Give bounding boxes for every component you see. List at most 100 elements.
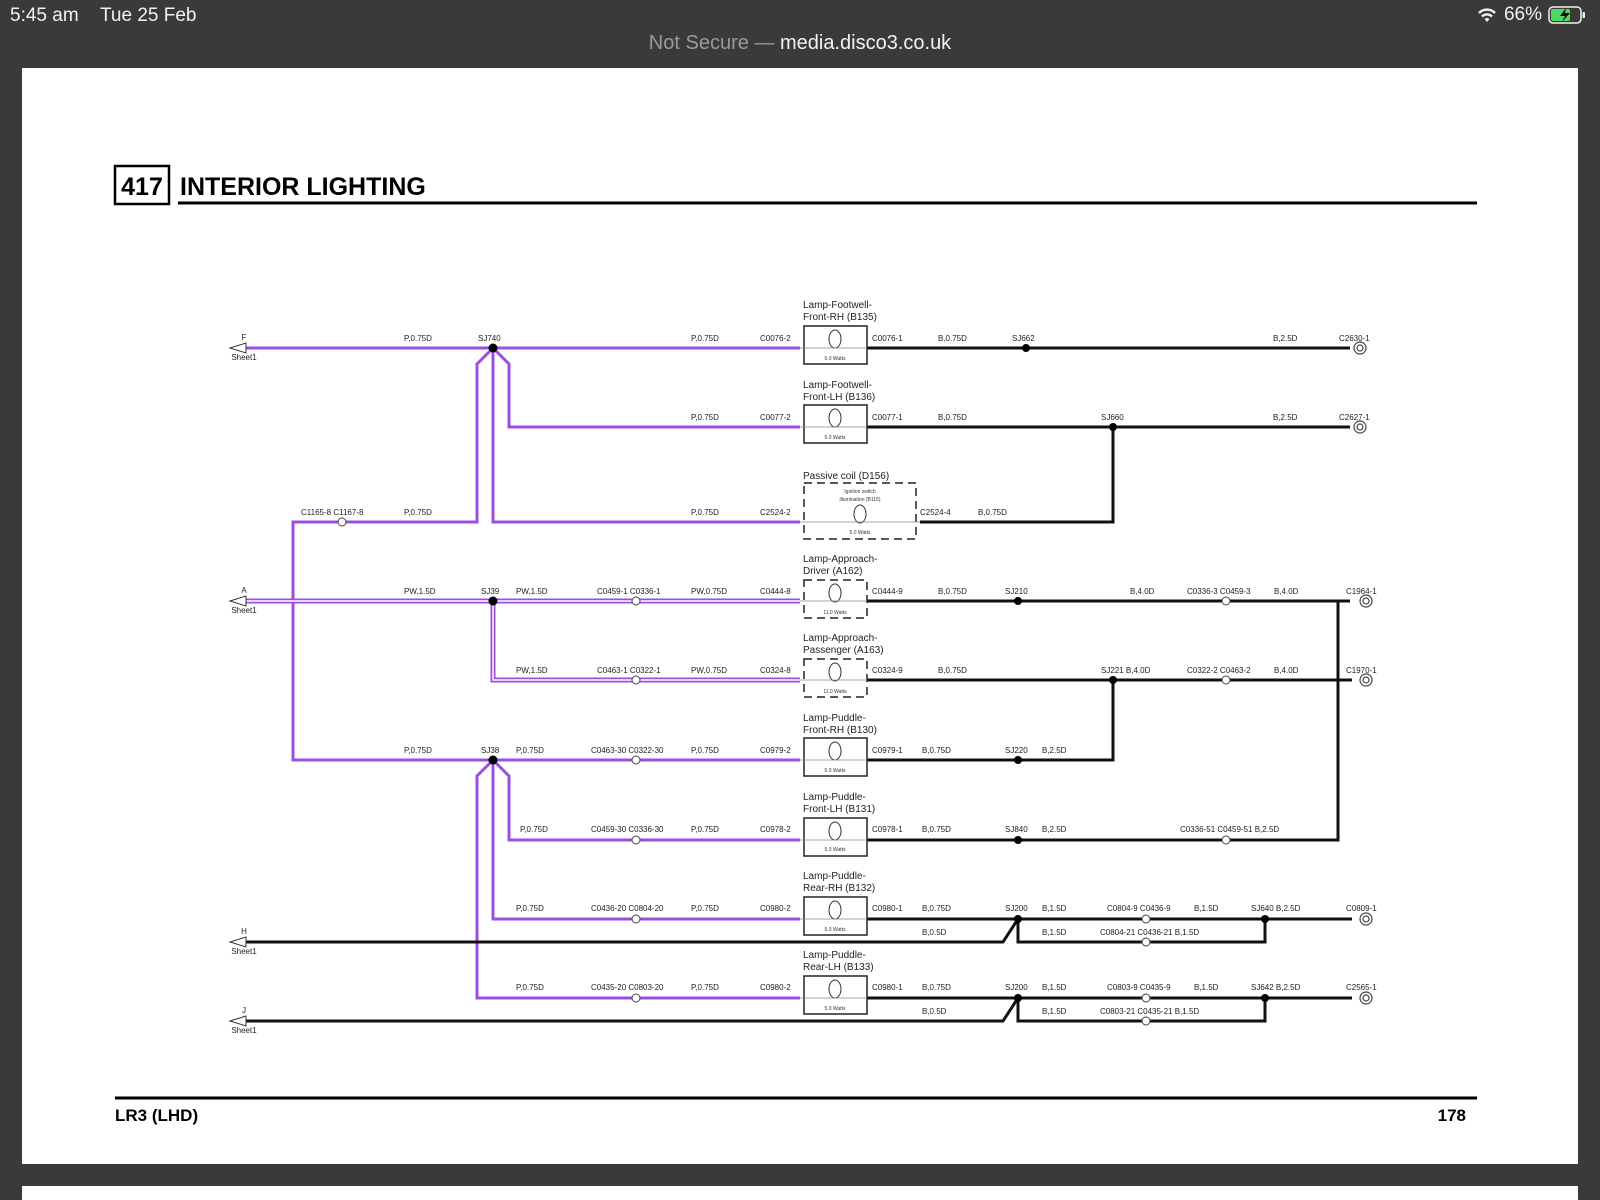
section-title: INTERIOR LIGHTING [180,173,426,201]
svg-text:Lamp-Puddle-: Lamp-Puddle- [803,871,866,882]
svg-text:illumination (B115): illumination (B115) [839,497,880,503]
component-footwell-front-rh: Lamp-Footwell- Front-RH (B135) 5.0 Watts [800,300,877,365]
svg-text:C0077-2: C0077-2 [760,413,791,422]
svg-text:P,0.75D: P,0.75D [520,825,548,834]
svg-text:C0804-9 C0436-9: C0804-9 C0436-9 [1107,904,1171,913]
svg-text:C0459-30 C0336-30: C0459-30 C0336-30 [591,825,664,834]
sheet-arrows [228,342,247,1027]
svg-text:Front-LH (B136): Front-LH (B136) [803,392,875,403]
svg-text:C2524-4: C2524-4 [920,508,951,517]
row8-labels: P,0.75D C0436-20 C0804-20 P,0.75D C0980-… [516,904,1377,937]
row2-labels: P,0.75D C0077-2 C0077-1 B,0.75D SJ660 B,… [691,413,1370,422]
svg-text:SJ200: SJ200 [1005,983,1028,992]
component-approach-passenger: Lamp-Approach- Passenger (A163) 11.0 Wat… [800,633,884,698]
svg-text:C1964-1: C1964-1 [1346,587,1377,596]
wifi-icon [1478,8,1496,22]
svg-text:B,2.5D: B,2.5D [1273,413,1298,422]
row3-labels: C1165-8 C1167-8 P,0.75D P,0.75D C2524-2 … [301,508,1007,517]
svg-text:5.0 Watts: 5.0 Watts [825,435,846,441]
svg-text:B,0.75D: B,0.75D [938,334,967,343]
row1-labels: P,0.75D SJ740 P,0.75D C0076-2 C0076-1 B,… [404,334,1370,343]
svg-text:B,1.5D: B,1.5D [1042,1007,1067,1016]
svg-text:P,0.75D: P,0.75D [691,983,719,992]
svg-text:Driver (A162): Driver (A162) [803,566,862,577]
svg-text:C2627-1: C2627-1 [1339,413,1370,422]
svg-text:PW,1.5D: PW,1.5D [516,587,548,596]
svg-text:C0980-2: C0980-2 [760,904,791,913]
section-number-box [113,164,171,206]
status-date: Tue 25 Feb [100,5,197,26]
svg-text:PW,1.5D: PW,1.5D [516,666,548,675]
svg-text:C0324-9: C0324-9 [872,666,903,675]
svg-text:B,2.5D: B,2.5D [1042,825,1067,834]
svg-text:P,0.75D: P,0.75D [691,413,719,422]
svg-text:P,0.75D: P,0.75D [516,746,544,755]
svg-text:P,0.75D: P,0.75D [691,904,719,913]
svg-text:Lamp-Puddle-: Lamp-Puddle- [803,792,866,803]
svg-text:PW,0.75D: PW,0.75D [691,587,727,596]
svg-text:SJ200: SJ200 [1005,904,1028,913]
svg-text:11.0 Watts: 11.0 Watts [823,689,847,695]
svg-text:P,0.75D: P,0.75D [691,746,719,755]
svg-text:C0978-2: C0978-2 [760,825,791,834]
svg-text:5.0 Watts: 5.0 Watts [825,927,846,933]
svg-text:B,0.75D: B,0.75D [922,904,951,913]
svg-text:C0980-1: C0980-1 [872,983,903,992]
svg-text:C0980-1: C0980-1 [872,904,903,913]
sheet-ref-letter: F [242,333,247,342]
component-footwell-front-lh: Lamp-Footwell- Front-LH (B136) 5.0 Watts [800,380,875,444]
svg-text:B,4.0D: B,4.0D [1274,587,1299,596]
svg-text:C0809-1: C0809-1 [1346,904,1377,913]
sheet-ref-letter: H [241,927,247,936]
svg-text:Lamp-Puddle-: Lamp-Puddle- [803,713,866,724]
svg-text:C0336-51 C0459-51 B,2.5D: C0336-51 C0459-51 B,2.5D [1180,825,1279,834]
component-approach-driver: Lamp-Approach- Driver (A162) 11.0 Watts [800,554,877,619]
svg-text:C0076-1: C0076-1 [872,334,903,343]
svg-text:C1165-8 C1167-8: C1165-8 C1167-8 [301,508,364,517]
svg-text:Lamp-Footwell-: Lamp-Footwell- [803,300,872,311]
svg-text:B,4.0D: B,4.0D [1274,666,1299,675]
svg-text:Passenger (A163): Passenger (A163) [803,645,884,656]
wiring-diagram: 417 INTERIOR LIGHTING LR3 (LHD) 178 [113,164,1477,1125]
svg-text:C0336-3 C0459-3: C0336-3 C0459-3 [1187,587,1251,596]
svg-text:B,4.0D: B,4.0D [1130,587,1155,596]
svg-text:B,1.5D: B,1.5D [1194,983,1219,992]
svg-text:C0324-8: C0324-8 [760,666,791,675]
svg-text:11.0 Watts: 11.0 Watts [823,610,847,616]
svg-text:B,1.5D: B,1.5D [1194,904,1219,913]
svg-text:Ignition switch: Ignition switch [844,489,876,495]
svg-text:B,0.75D: B,0.75D [978,508,1007,517]
svg-text:P,0.75D: P,0.75D [516,904,544,913]
next-page-edge [22,1186,1578,1200]
svg-text:C2565-1: C2565-1 [1346,983,1377,992]
svg-text:Lamp-Approach-: Lamp-Approach- [803,554,877,565]
svg-text:5.0 Watts: 5.0 Watts [850,530,871,536]
svg-text:SJ642 B,2.5D: SJ642 B,2.5D [1251,983,1301,992]
svg-text:B,0.75D: B,0.75D [938,587,967,596]
svg-text:PW,1.5D: PW,1.5D [404,587,436,596]
svg-text:P,0.75D: P,0.75D [691,334,719,343]
row4-labels: PW,1.5D SJ39 PW,1.5D C0459-1 C0336-1 PW,… [404,587,1377,596]
svg-text:SJ210: SJ210 [1005,587,1028,596]
svg-text:B,2.5D: B,2.5D [1042,746,1067,755]
row9-labels: P,0.75D C0435-20 C0803-20 P,0.75D C0980-… [516,983,1377,1016]
battery-percent: 66% [1503,4,1542,25]
svg-text:C0803-21 C0435-21 B,1.5D: C0803-21 C0435-21 B,1.5D [1100,1007,1199,1016]
svg-text:SJ662: SJ662 [1012,334,1035,343]
svg-text:SJ840: SJ840 [1005,825,1028,834]
sheet-ref-letter: J [242,1006,246,1015]
svg-text:PW,0.75D: PW,0.75D [691,666,727,675]
svg-text:P,0.75D: P,0.75D [691,508,719,517]
svg-text:C2524-2: C2524-2 [760,508,791,517]
svg-text:C0444-9: C0444-9 [872,587,903,596]
component-passive-coil: Passive coil (D156) Ignition switch illu… [800,471,920,540]
section-number: 417 [121,173,163,201]
svg-text:B,0.75D: B,0.75D [922,746,951,755]
end-connectors [1353,341,1373,1005]
url-bar[interactable]: Not Secure — media.disco3.co.uk [0,30,1600,66]
svg-text:SJ38: SJ38 [481,746,500,755]
component-puddle-front-lh: Lamp-Puddle- Front-LH (B131) 5.0 Watts [800,792,875,857]
svg-text:SJ220: SJ220 [1005,746,1028,755]
svg-text:B,0.5D: B,0.5D [922,928,947,937]
svg-text:C0076-2: C0076-2 [760,334,791,343]
